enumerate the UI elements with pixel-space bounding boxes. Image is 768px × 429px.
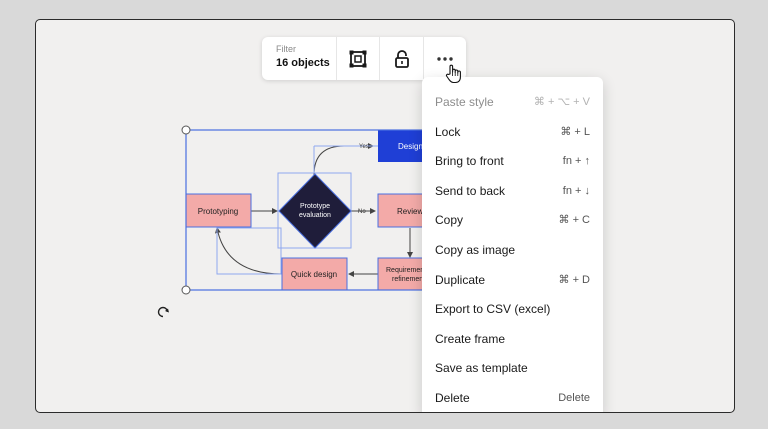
menu-item-shortcut: fn + ↓ xyxy=(562,184,590,197)
menu-item-copy-as-image[interactable]: Copy as image xyxy=(435,235,590,264)
menu-item-shortcut: ⌘ + ⌥ + V xyxy=(533,96,590,108)
menu-item-shortcut: ⌘ + C xyxy=(558,214,590,226)
node-evaluation-label-line1: Prototype xyxy=(300,203,330,210)
menu-item-label: Copy as image xyxy=(435,242,516,257)
menu-item-label: Delete xyxy=(435,390,470,405)
node-quick-design[interactable] xyxy=(281,257,348,291)
node-requirements-label-line1: Requirements xyxy=(386,267,430,274)
menu-item-lock[interactable]: Lock ⌘ + L xyxy=(435,117,590,146)
menu-item-paste-style[interactable]: Paste style ⌘ + ⌥ + V xyxy=(435,87,590,116)
menu-item-bring-to-front[interactable]: Bring to front fn + ↑ xyxy=(435,146,590,175)
selection-toolbar: Filter 16 objects xyxy=(262,37,466,80)
menu-item-delete[interactable]: Delete Delete xyxy=(435,383,590,412)
select-frame-icon xyxy=(349,50,367,67)
node-review[interactable] xyxy=(377,193,438,228)
menu-item-label: Lock xyxy=(435,124,461,139)
node-evaluation-label-line2: evaluation xyxy=(299,212,331,219)
selection-box-quickdesign-loop xyxy=(216,227,282,275)
menu-item-label: Export to CSV (excel) xyxy=(435,301,551,316)
node-prototype-evaluation[interactable] xyxy=(278,173,352,249)
filter-object-count: 16 objects xyxy=(276,57,330,69)
menu-item-shortcut: ⌘ + D xyxy=(558,274,590,286)
menu-item-create-frame[interactable]: Create frame xyxy=(435,324,590,353)
flowchart-group[interactable]: Prototyping Prototype evaluation Design … xyxy=(36,20,734,412)
menu-item-label: Copy xyxy=(435,212,464,227)
rotate-handle-icon[interactable] xyxy=(157,306,170,318)
menu-item-shortcut: Delete xyxy=(558,391,590,404)
menu-item-save-as-template[interactable]: Save as template xyxy=(435,353,590,382)
node-review-label: Review xyxy=(397,207,423,216)
unlock-icon xyxy=(394,49,409,68)
node-prototyping-label: Prototyping xyxy=(198,207,238,216)
more-options-icon xyxy=(437,56,453,61)
edge-label-yes: Yes xyxy=(359,144,369,150)
unlock-button[interactable] xyxy=(380,37,424,80)
menu-item-label: Create frame xyxy=(435,331,506,346)
menu-item-label: Save as template xyxy=(435,360,528,375)
filter-button[interactable]: Filter 16 objects xyxy=(262,37,338,80)
menu-item-export-to-csv[interactable]: Export to CSV (excel) xyxy=(435,294,590,323)
menu-item-label: Paste style xyxy=(435,94,494,109)
group-selection-outline xyxy=(185,129,426,291)
edge-label-no: No xyxy=(358,209,366,215)
node-design-label: Design xyxy=(398,142,423,151)
connector-quickdesign-to-prototyping[interactable] xyxy=(215,227,283,275)
hand-pointer-cursor-icon xyxy=(445,64,461,84)
menu-item-shortcut: ⌘ + L xyxy=(560,126,590,138)
connector-evaluation-to-design[interactable] xyxy=(313,143,374,176)
node-requirements-label-line2: refinement xyxy=(392,276,425,283)
menu-item-label: Bring to front xyxy=(435,153,504,168)
whiteboard-canvas[interactable]: Prototyping Prototype evaluation Design … xyxy=(35,19,735,413)
menu-item-label: Send to back xyxy=(435,183,506,198)
menu-item-copy[interactable]: Copy ⌘ + C xyxy=(435,205,590,234)
resize-handle-bottom-left[interactable] xyxy=(181,285,191,295)
context-menu: Paste style ⌘ + ⌥ + V Lock ⌘ + L Bring t… xyxy=(422,77,603,412)
selection-box-connector xyxy=(313,145,378,173)
more-options-button[interactable] xyxy=(424,37,466,80)
node-design[interactable] xyxy=(378,130,438,162)
menu-item-send-to-back[interactable]: Send to back fn + ↓ xyxy=(435,176,590,205)
filter-label: Filter xyxy=(276,44,296,54)
menu-item-shortcut: fn + ↑ xyxy=(562,154,590,167)
resize-handle-top-left[interactable] xyxy=(181,125,191,135)
select-frame-button[interactable] xyxy=(337,37,381,80)
menu-item-duplicate[interactable]: Duplicate ⌘ + D xyxy=(435,265,590,294)
node-quick-design-label: Quick design xyxy=(291,270,337,279)
menu-item-label: Duplicate xyxy=(435,272,486,287)
